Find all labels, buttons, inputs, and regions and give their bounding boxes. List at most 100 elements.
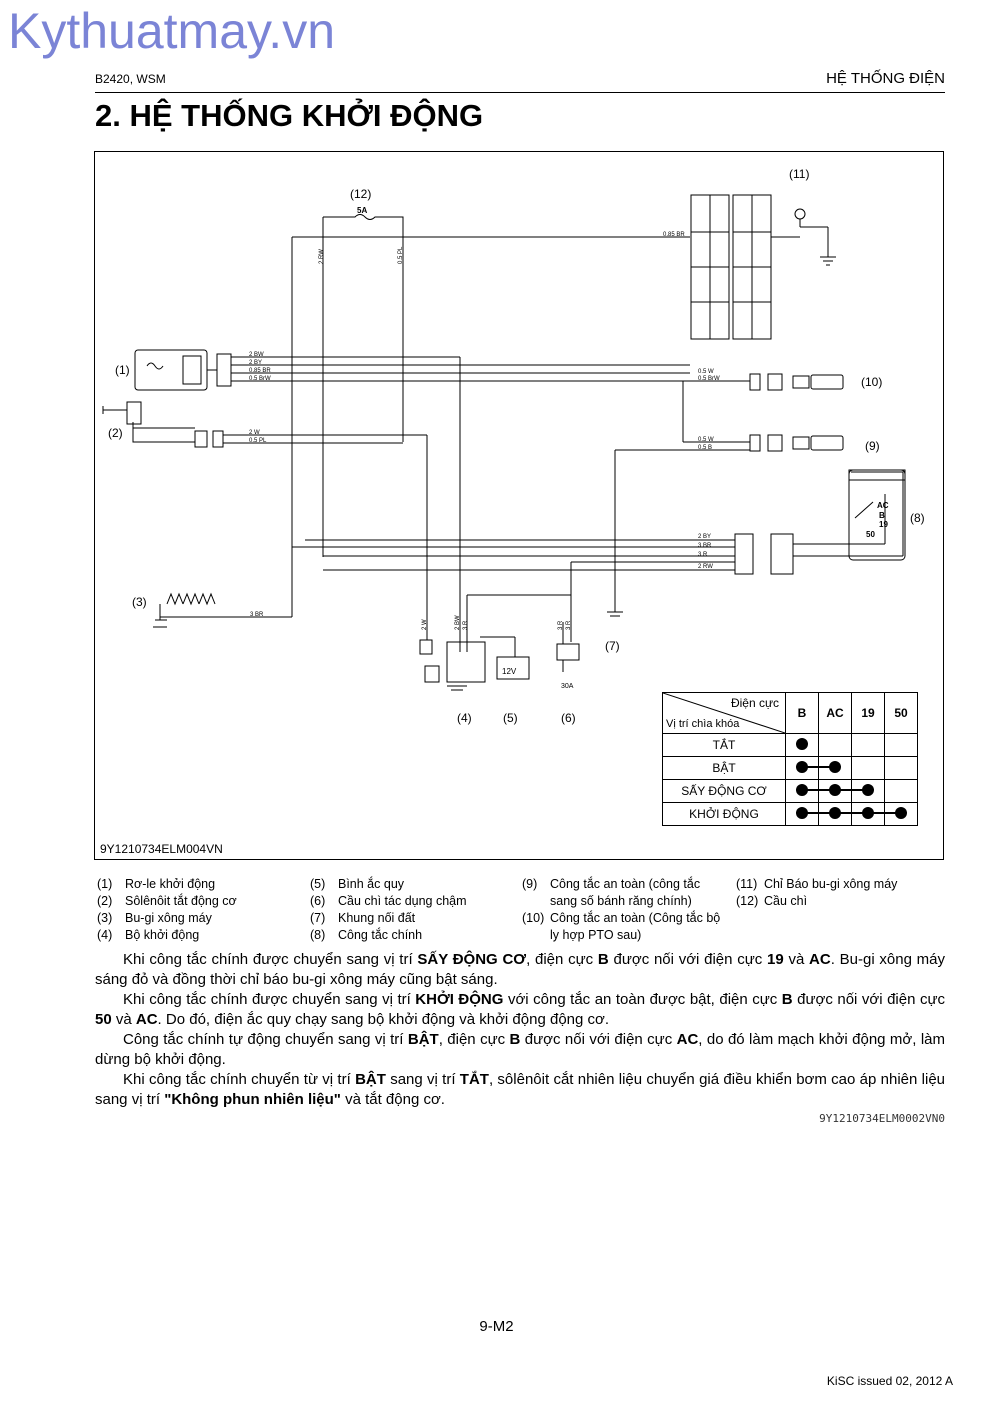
connection-line <box>802 811 901 814</box>
switch-connection-table: Điện cực Vị trí chìa khóa B AC 19 50 TẮT… <box>662 692 918 826</box>
wire-label: 0.5 W <box>698 369 714 375</box>
terminal-b: B <box>879 511 885 520</box>
row-header-title: Vị trí chìa khóa <box>666 718 740 730</box>
terminal-50: 50 <box>866 530 875 539</box>
solenoid-label: (2) <box>108 426 123 440</box>
connection-cell <box>851 756 885 780</box>
connection-dot <box>796 737 808 750</box>
battery-voltage: 12V <box>502 667 517 676</box>
corner-diagonal <box>663 693 785 733</box>
connection-cell <box>884 802 918 826</box>
legend-item: sang số bánh răng chính) <box>550 894 692 908</box>
wire-label: 2 W <box>249 430 260 436</box>
wire-label: 3 R <box>698 552 708 558</box>
fuse-label: (12) <box>350 187 371 201</box>
slowfuse-label: (6) <box>561 711 576 725</box>
connection-cell <box>785 779 819 803</box>
paragraph: Công tắc chính tự động chuyển sang vị tr… <box>95 1031 946 1068</box>
legend-item: (4)Bộ khởi động <box>97 928 200 942</box>
wire-label: 2 RW <box>698 564 713 570</box>
legend-column-3: (9)Công tắc an toàn (công tắc sang số bá… <box>522 876 720 944</box>
starter-label: (4) <box>457 711 472 725</box>
connection-cell <box>818 779 852 803</box>
connection-cell <box>785 733 819 757</box>
table-row: SẤY ĐỘNG CƠ <box>662 779 918 803</box>
table-row: KHỞI ĐỘNG <box>662 802 918 826</box>
wiring-diagram: (12) 5A (11) (1) (2) (3) (4) (5) (6) (7)… <box>94 151 944 860</box>
fuse-rating: 5A <box>357 206 367 215</box>
wire-label: 0.5 BrW <box>698 376 720 382</box>
page-title: 2. HỆ THỐNG KHỞI ĐỘNG <box>95 98 484 133</box>
terminal-column: 50 <box>884 692 918 734</box>
table-corner: Điện cực Vị trí chìa khóa <box>662 692 786 734</box>
terminal-column: B <box>785 692 819 734</box>
key-position: KHỞI ĐỘNG <box>662 802 786 826</box>
legend-column-4: (11)Chỉ Báo bu-gi xông máy (12)Cầu chì <box>736 876 897 910</box>
terminal-column: AC <box>818 692 852 734</box>
connection-dot <box>829 760 841 773</box>
wire-label: 3 BR <box>250 612 264 618</box>
key-position: TẮT <box>662 733 786 757</box>
header-model: B2420, WSM <box>95 72 166 86</box>
wire-label: 0.5 W <box>698 437 714 443</box>
wire-label: 0.5 B <box>698 445 712 451</box>
terminal-19: 19 <box>879 520 888 529</box>
connection-line <box>802 765 835 768</box>
legend-item: (12)Cầu chì <box>736 894 808 908</box>
header-rule <box>95 92 945 93</box>
wire-label: 0.5 PL <box>249 438 267 444</box>
connection-cell <box>818 802 852 826</box>
glowplug-label: (3) <box>132 595 147 609</box>
paragraph: Khi công tắc chính được chuyển sang vị t… <box>95 991 945 1028</box>
table-row: BẬT <box>662 756 918 780</box>
wire-label: 3 R <box>566 620 572 630</box>
indicator-label: (11) <box>789 167 809 181</box>
key-position: BẬT <box>662 756 786 780</box>
connection-cell <box>818 733 852 757</box>
slowfuse-rating: 30A <box>561 683 574 690</box>
terminal-ac-label: AC <box>877 501 889 510</box>
column-header-title: Điện cực <box>730 696 779 710</box>
connection-dot <box>862 783 874 796</box>
terminal-column: 19 <box>851 692 885 734</box>
legend-item: ly hợp PTO sau) <box>550 928 642 942</box>
wire-label: 2 W <box>422 619 428 630</box>
connection-line <box>802 788 868 791</box>
connection-cell <box>884 756 918 780</box>
wire-label: 2 BW <box>455 615 461 630</box>
table-row: TẮT <box>662 733 918 757</box>
paragraph: Khi công tắc chính được chuyển sang vị t… <box>95 951 945 988</box>
legend-item: (10)Công tắc an toàn (Công tắc bộ <box>522 911 721 925</box>
legend-item: (7)Khung nối đất <box>310 911 416 925</box>
legend-item: (8)Công tắc chính <box>310 928 423 942</box>
connection-cell <box>851 779 885 803</box>
ground-symbols <box>153 626 467 691</box>
connection-cell <box>851 802 885 826</box>
mainswitch-label: (8) <box>910 511 925 525</box>
connection-cell <box>884 779 918 803</box>
legend-item: (11)Chỉ Báo bu-gi xông máy <box>736 877 898 891</box>
key-position: SẤY ĐỘNG CƠ <box>662 779 786 803</box>
wire-label: 2 BW <box>249 352 264 358</box>
legend-item: (1)Rơ-le khởi động <box>97 877 216 891</box>
legend-item: (3)Bu-gi xông máy <box>97 911 212 925</box>
watermark: Kythuatmay.vn <box>8 3 336 59</box>
relay-label: (1) <box>115 363 130 377</box>
legend-item: (9)Công tắc an toàn (công tắc <box>522 877 701 891</box>
connection-cell <box>785 756 819 780</box>
wire-label: 3 R <box>463 620 469 630</box>
wire-label: 0.85 BR <box>663 232 685 238</box>
paragraph: Khi công tắc chính chuyển từ vị trí BẬT … <box>95 1071 946 1108</box>
safety9-label: (9) <box>865 439 880 453</box>
wire-label: 2 BY <box>698 534 711 540</box>
legend-column-2: (5)Bình ắc quy (6)Cầu chì tác dụng chậm … <box>310 876 467 944</box>
legend-item: (6)Cầu chì tác dụng chậm <box>310 894 467 908</box>
footer-issue: KiSC issued 02, 2012 A <box>826 1374 953 1388</box>
wire-label: 0.85 BR <box>249 368 271 374</box>
connection-cell <box>851 733 885 757</box>
connection-cell <box>818 756 852 780</box>
legend-column-1: (1)Rơ-le khởi động (2)Sôlênôit tắt động … <box>97 876 237 944</box>
header-section: HỆ THỐNG ĐIỆN <box>826 70 945 87</box>
wire-label: 0.5 PL <box>398 246 404 264</box>
page-number: 9-M2 <box>479 1318 514 1335</box>
